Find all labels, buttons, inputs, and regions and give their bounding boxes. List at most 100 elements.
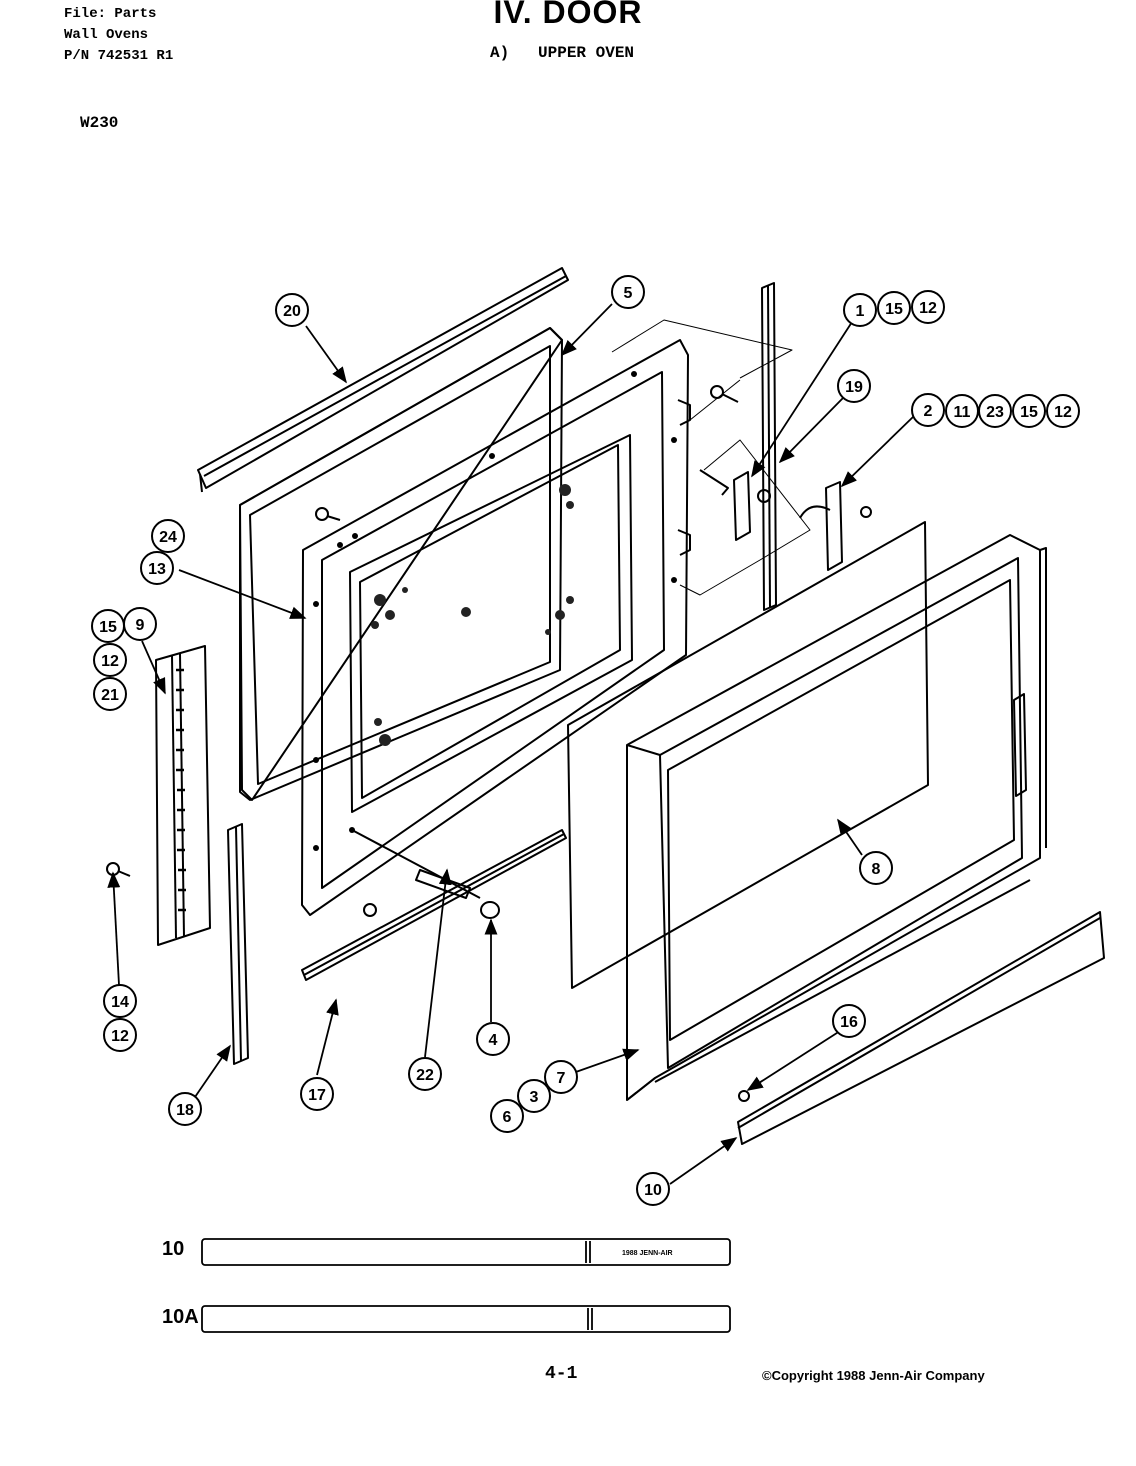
trim-variants	[201, 1238, 731, 1333]
callout-label: 22	[416, 1067, 434, 1084]
callout-circle	[275, 293, 309, 327]
callout-label: 21	[101, 687, 119, 704]
section-subtitle: A) UPPER OVEN	[490, 44, 634, 62]
callout-4: 4	[476, 1022, 510, 1056]
callout-circle	[517, 1079, 551, 1113]
callout-label: 9	[136, 617, 145, 634]
inner-panel-holes	[313, 371, 677, 851]
callout-circle	[103, 984, 137, 1018]
pn-line: P/N 742531 R1	[64, 48, 174, 64]
callout-label: 2	[924, 403, 933, 420]
callout-12: 12	[911, 290, 945, 324]
top-vent-channel	[197, 267, 569, 493]
callout-circle	[978, 394, 1012, 428]
callout-label: 6	[503, 1109, 512, 1126]
callout-circle	[843, 293, 877, 327]
callout-circle	[300, 1077, 334, 1111]
callout-11: 11	[945, 394, 979, 428]
callout-5: 5	[611, 275, 645, 309]
subtitle-prefix: A)	[490, 44, 510, 62]
callout-circle	[93, 677, 127, 711]
callout-label: 24	[159, 529, 177, 546]
callout-label: 12	[1054, 404, 1072, 421]
product-line: Wall Ovens	[64, 27, 149, 43]
callout-label: 19	[845, 379, 863, 396]
hinge-knuckles	[176, 668, 186, 912]
callout-15: 15	[877, 291, 911, 325]
callout-label: 15	[885, 301, 903, 318]
callout-circle	[611, 275, 645, 309]
callout-19: 19	[837, 369, 871, 403]
bottom-strip	[301, 829, 567, 981]
trim-10a-outline	[201, 1305, 731, 1333]
callout-18: 18	[168, 1092, 202, 1126]
callout-label: 23	[986, 404, 1004, 421]
outer-door-frame	[626, 534, 1047, 1101]
callout-7: 7	[544, 1060, 578, 1094]
trim-10-outline	[201, 1238, 731, 1266]
callout-label: 8	[872, 861, 881, 878]
hinge-bracket	[699, 469, 771, 541]
subtitle-text: UPPER OVEN	[538, 44, 635, 62]
callout-9: 9	[123, 607, 157, 641]
callout-13: 13	[140, 551, 174, 585]
callout-22: 22	[408, 1057, 442, 1091]
side-trim-strip	[227, 823, 249, 1065]
callout-15: 15	[91, 609, 125, 643]
callout-17: 17	[300, 1077, 334, 1111]
inner-door-panel	[301, 339, 691, 916]
callout-circle	[408, 1057, 442, 1091]
callout-23: 23	[978, 394, 1012, 428]
callout-circle	[140, 551, 174, 585]
callout-12: 12	[93, 643, 127, 677]
callout-circle	[1012, 394, 1046, 428]
callout-label: 4	[489, 1032, 498, 1049]
callout-circle	[636, 1172, 670, 1206]
screws	[106, 385, 750, 1102]
callout-circle	[123, 607, 157, 641]
callout-label: 10	[644, 1182, 662, 1199]
callout-20: 20	[275, 293, 309, 327]
callout-2: 2	[911, 393, 945, 427]
callout-label: 14	[111, 994, 129, 1011]
hinge-receiver	[799, 481, 872, 571]
callout-circle	[93, 643, 127, 677]
callout-label: 20	[283, 303, 301, 320]
callout-6: 6	[490, 1099, 524, 1133]
hinge-bracket-outline	[611, 319, 811, 596]
leader-lines	[107, 303, 915, 1185]
kick-panel	[737, 911, 1105, 1145]
callout-circle	[837, 369, 871, 403]
callout-21: 21	[93, 677, 127, 711]
callout-10: 10	[636, 1172, 670, 1206]
outer-glass	[567, 521, 929, 989]
callout-circle	[911, 290, 945, 324]
model-number: W230	[80, 114, 119, 132]
callout-label: 16	[840, 1014, 858, 1031]
copyright-notice: ©Copyright 1988 Jenn-Air Company	[762, 1368, 985, 1383]
trim-10-badge: 1988 JENN-AIR	[622, 1250, 673, 1257]
side-vent-strip	[761, 282, 777, 611]
trim-10a-label: 10A	[162, 1306, 199, 1328]
file-line: File: Parts	[64, 6, 157, 22]
callout-24: 24	[151, 519, 185, 553]
trim-10-label: 10	[162, 1238, 185, 1260]
callout-circle	[544, 1060, 578, 1094]
callout-label: 5	[624, 285, 633, 302]
callout-circle	[151, 519, 185, 553]
callout-label: 7	[557, 1070, 566, 1087]
callout-label: 17	[308, 1087, 326, 1104]
callout-circle	[877, 291, 911, 325]
callout-circle	[859, 851, 893, 885]
callout-circle	[476, 1022, 510, 1056]
callout-label: 3	[530, 1089, 539, 1106]
page-number: 4-1	[545, 1364, 578, 1384]
page-title: IV. DOOR	[493, 0, 643, 30]
callout-12: 12	[1046, 394, 1080, 428]
callout-label: 12	[101, 653, 119, 670]
window-speckle	[371, 484, 574, 746]
callout-14: 14	[103, 984, 137, 1018]
callout-label: 1	[856, 303, 865, 320]
